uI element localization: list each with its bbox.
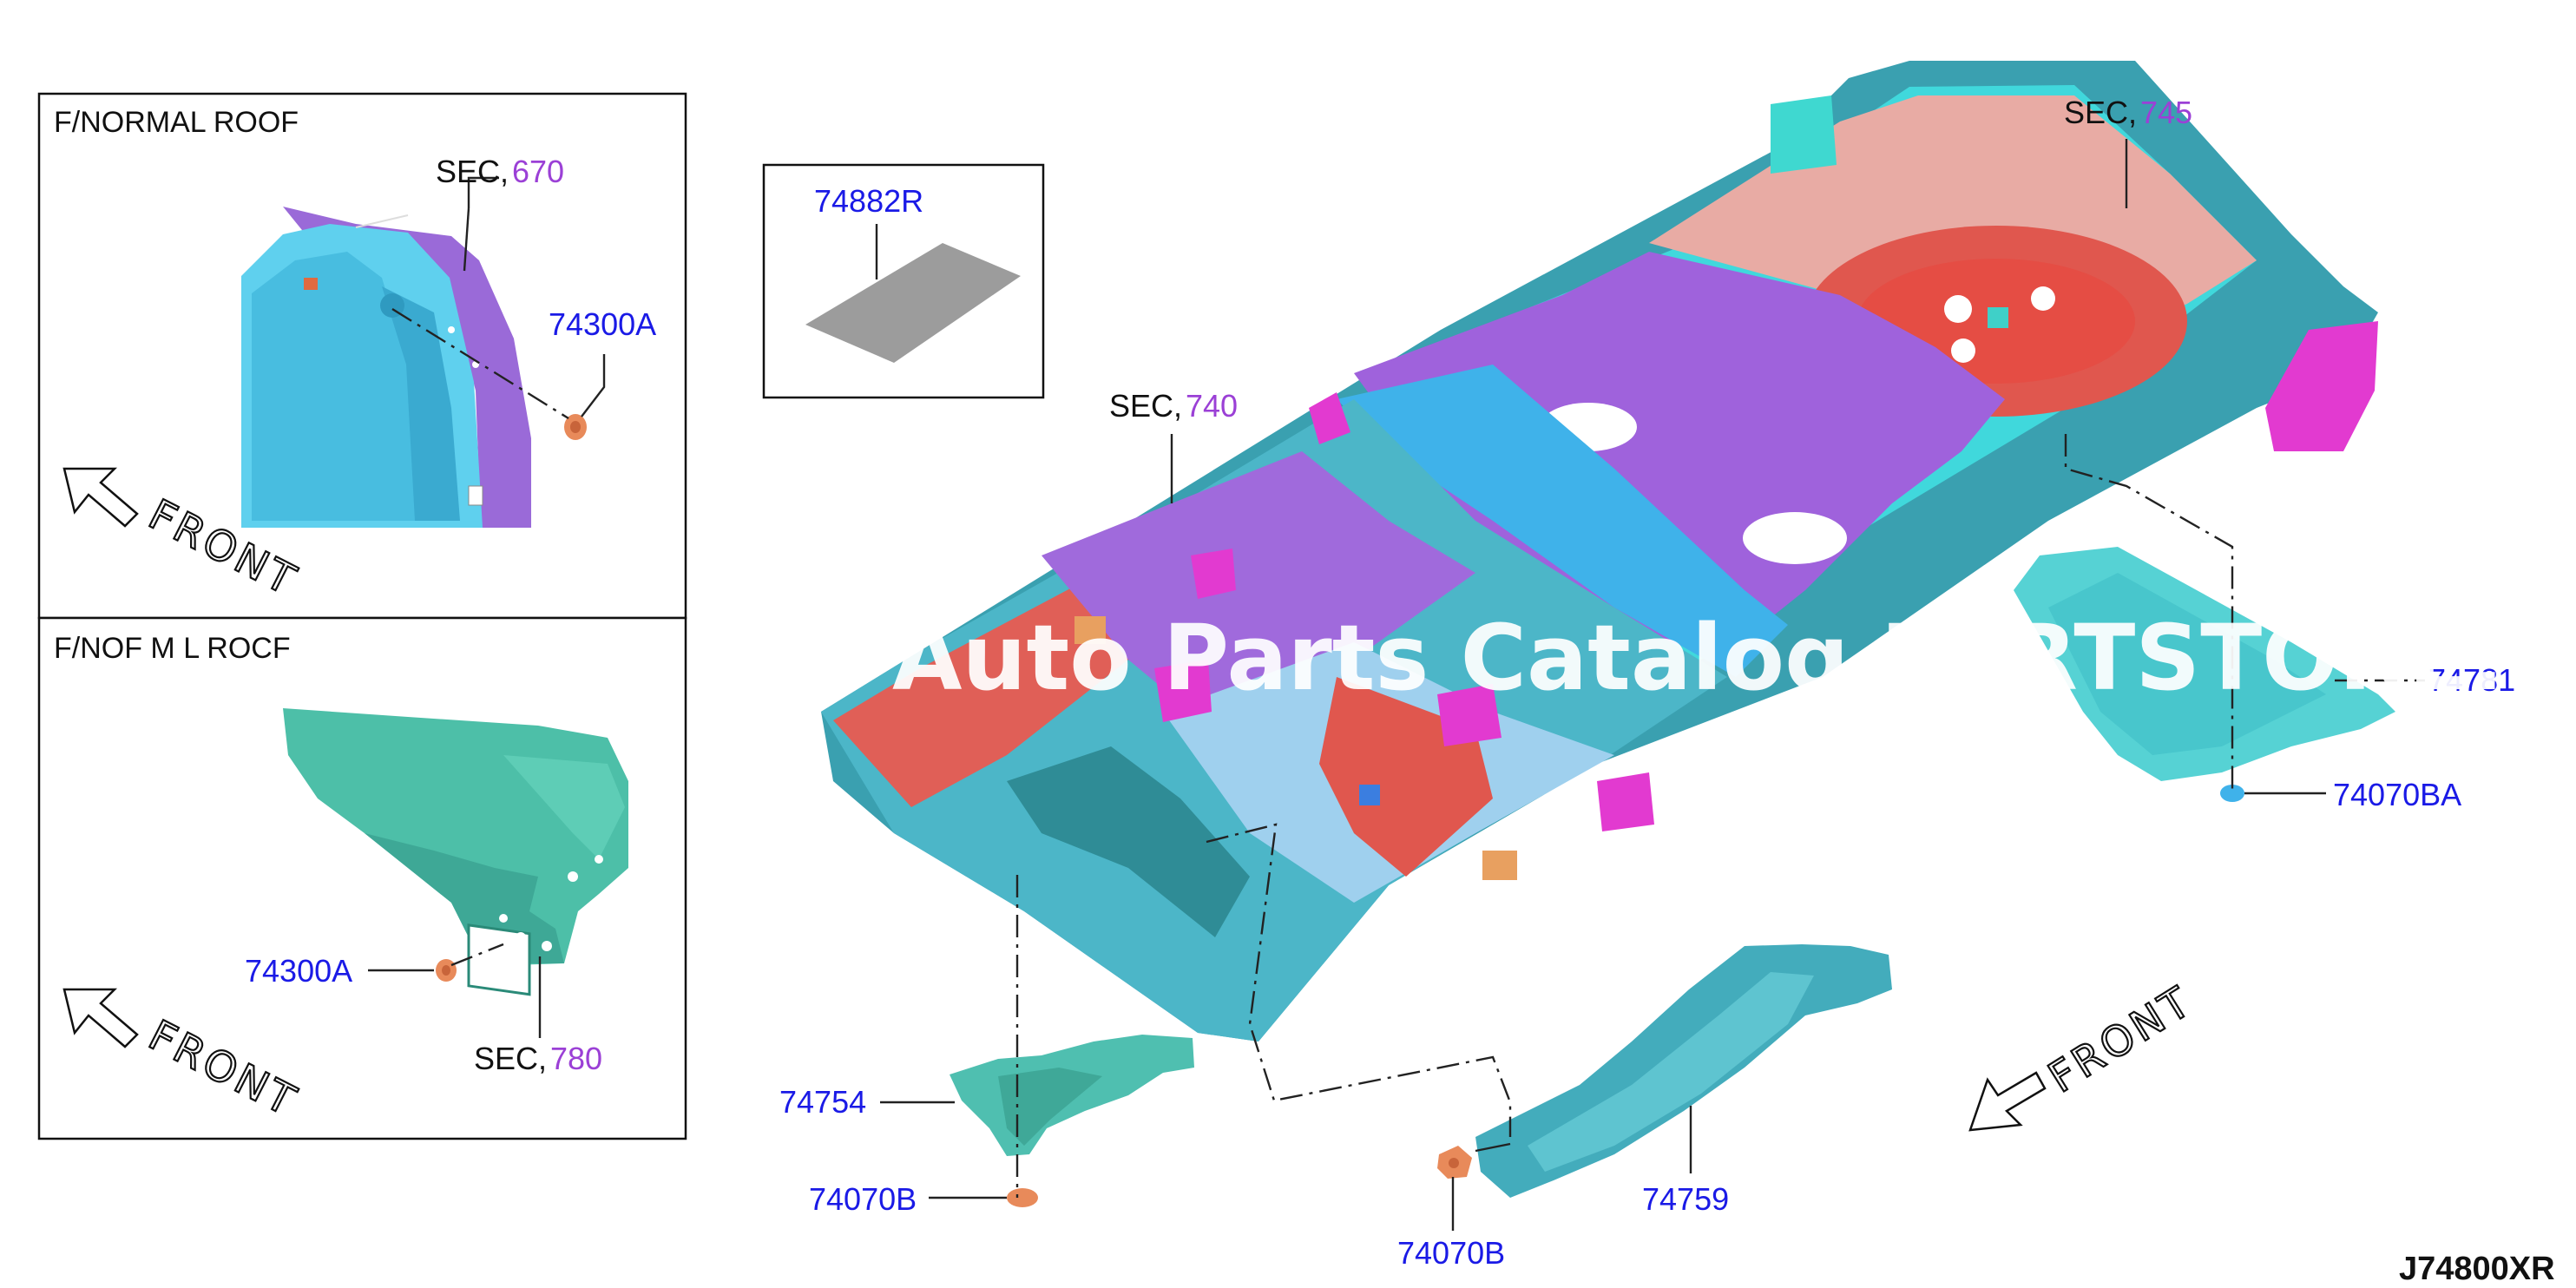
part-74882R[interactable]: 74882R — [814, 183, 923, 219]
heat-shield-74781 — [2014, 547, 2395, 781]
mat-box: 74882R — [762, 163, 1045, 399]
part-74070B-left[interactable]: 74070B — [809, 1181, 917, 1217]
inset-top-panel: F/NORMAL ROOF SEC, 670 74300A FRONT — [37, 92, 687, 620]
sec-745-prefix: SEC, — [2064, 95, 2137, 130]
sec-780-prefix: SEC, — [474, 1041, 547, 1076]
front-arrow-icon — [62, 988, 139, 1048]
front-label-main: FRONT — [2040, 976, 2202, 1102]
watermark: Auto Parts Catalog PARTSTORE. — [892, 605, 2504, 711]
rear-pillar-drawing — [241, 207, 531, 528]
diagram-code: J74800XR — [2399, 1251, 2555, 1287]
rear-fender-drawing — [283, 708, 628, 996]
sec-740-number[interactable]: 740 — [1186, 388, 1238, 424]
inset-top-title: F/NORMAL ROOF — [54, 106, 299, 139]
inset-bottom-title: F/NOF M L ROCF — [54, 632, 291, 665]
sec-670-number[interactable]: 670 — [512, 154, 564, 189]
part-74759[interactable]: 74759 — [1642, 1181, 1729, 1217]
part-74300A-bottom[interactable]: 74300A — [245, 953, 352, 989]
clip-74070B-right — [1437, 1146, 1472, 1179]
inset-bottom-panel: F/NOF M L ROCF 74300A SEC, 780 FRONT — [37, 616, 687, 1140]
part-74781[interactable]: 74781 — [2428, 662, 2515, 698]
part-74754[interactable]: 74754 — [779, 1084, 866, 1120]
sec-670-prefix: SEC, — [436, 154, 509, 189]
sec-740-prefix: SEC, — [1109, 388, 1182, 424]
heat-shield-74754 — [950, 1035, 1194, 1156]
front-arrow-icon — [1968, 1071, 2047, 1132]
sec-745-number[interactable]: 745 — [2140, 95, 2192, 130]
heat-shield-74759 — [1475, 944, 1892, 1198]
front-arrow-icon — [62, 467, 139, 528]
clip-74070BA — [2220, 785, 2244, 802]
clip-74070B-left — [1007, 1188, 1038, 1207]
floor-assembly-drawing — [821, 61, 2378, 1042]
part-74300A-top[interactable]: 74300A — [549, 306, 656, 342]
clip-74300A-top — [564, 414, 587, 440]
clip-74300A-bottom — [436, 959, 457, 982]
part-74070BA[interactable]: 74070BA — [2333, 777, 2461, 812]
part-74070B-right[interactable]: 74070B — [1397, 1235, 1505, 1271]
sec-780-number[interactable]: 780 — [550, 1041, 602, 1076]
